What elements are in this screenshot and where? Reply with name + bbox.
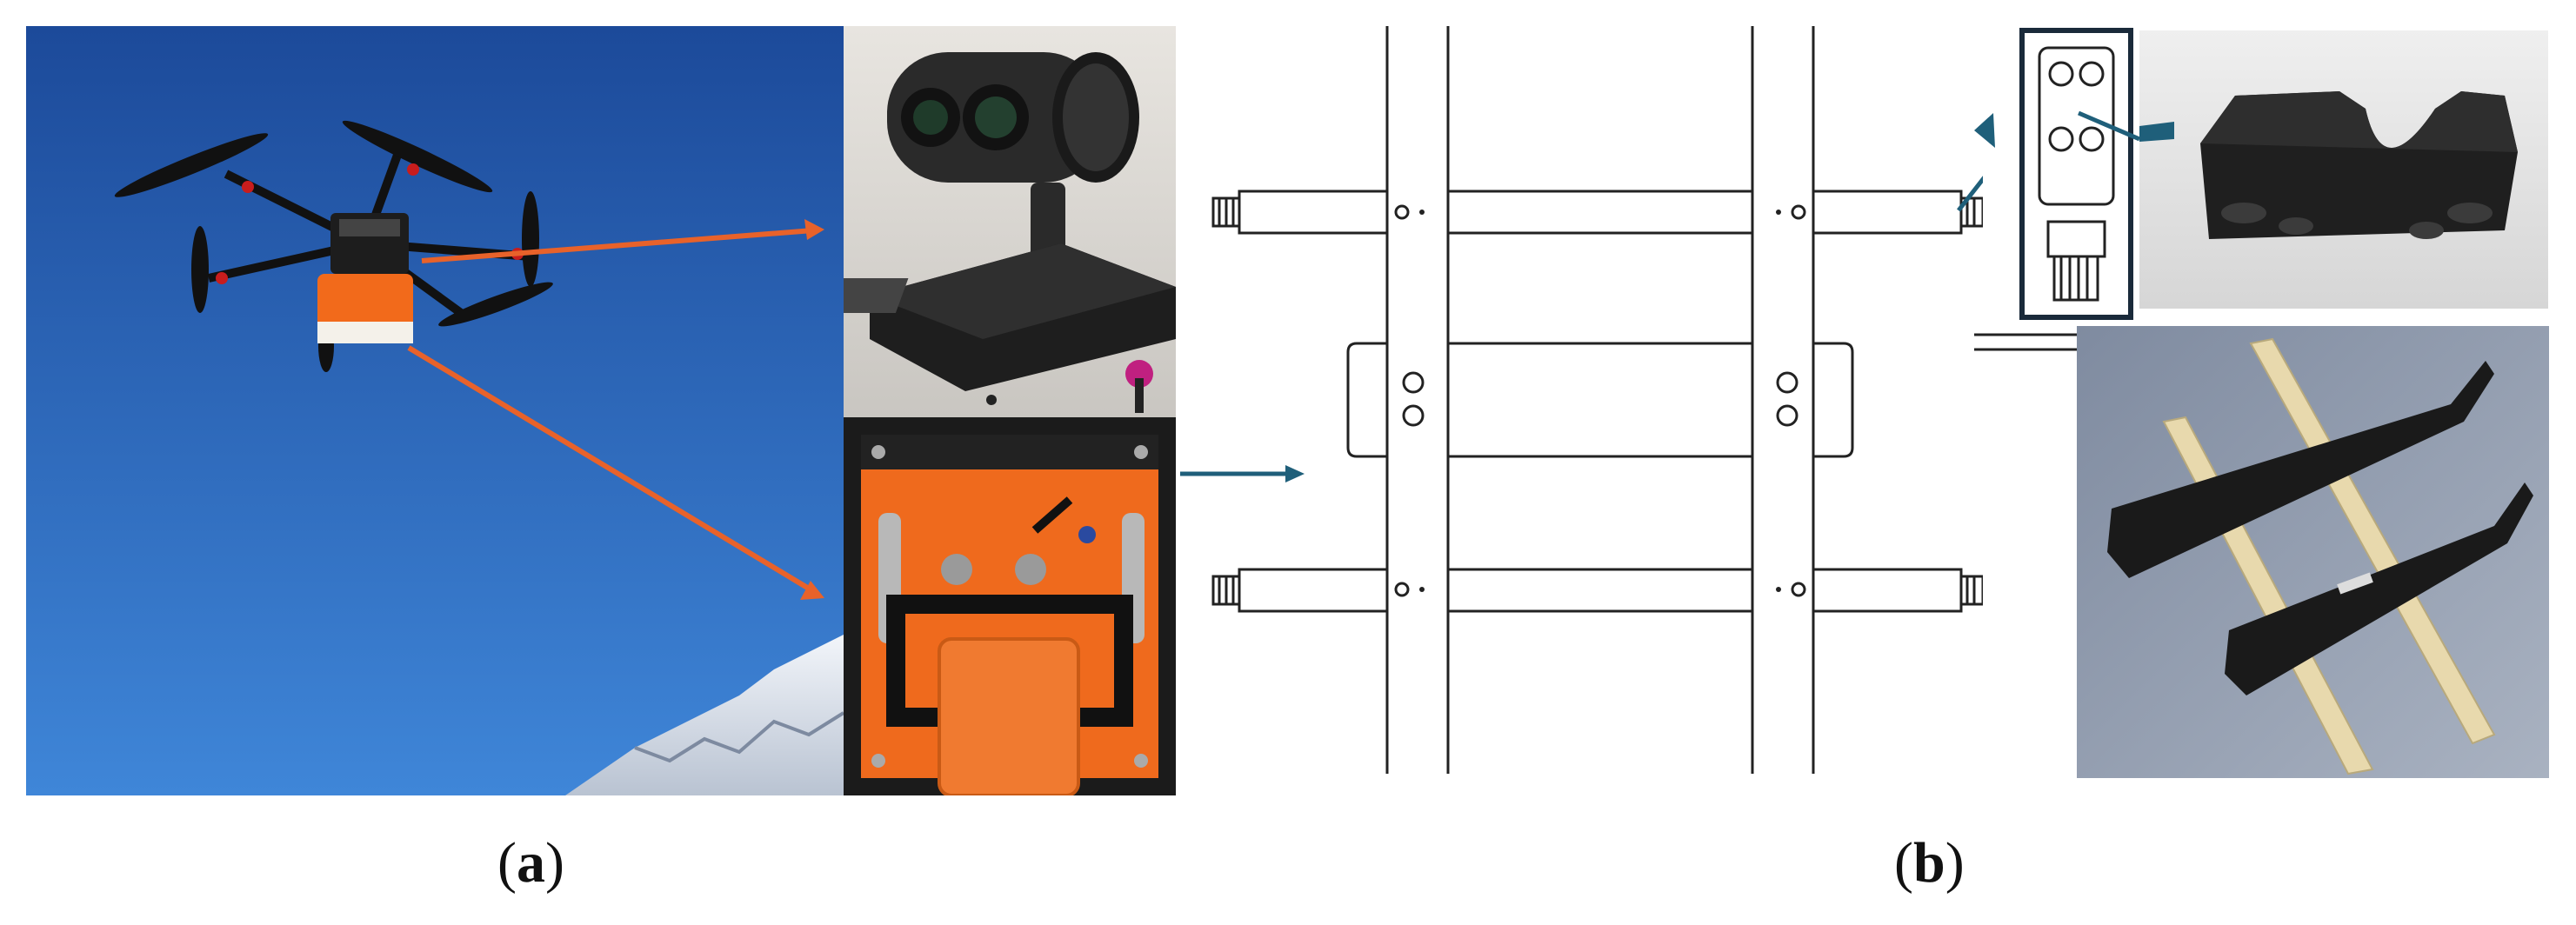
snowy-mountain [565,635,844,795]
wooden-sled-icon [2077,326,2549,778]
wooden-sled-photo [2077,326,2549,778]
mount-bracket-icon [2139,30,2548,309]
sled-mount-line-drawing [1200,26,1983,795]
arrow-to-payload [407,345,824,600]
payload-box-photo [844,417,1176,795]
drone-icon [114,120,553,372]
gimbal-camera-photo [844,26,1176,417]
arrow-to-drawing [1176,456,1315,491]
drone-photo-svg [26,26,844,795]
caption-a: (a) [497,831,564,895]
arrow-to-camera [421,219,824,263]
arrow-to-bracket-detail [1957,176,1983,212]
sky [26,26,844,795]
line-drawing-svg [1211,26,1983,774]
caption-b: (b) [1894,831,1965,895]
mount-bracket-photo [2139,30,2548,309]
drone-sky-photo [26,26,844,795]
gimbal-camera-icon [844,26,1176,417]
payload-box-icon [844,417,1176,795]
bracket-detail-drawing [1974,26,2139,365]
bracket-detail-svg [1974,28,2139,351]
